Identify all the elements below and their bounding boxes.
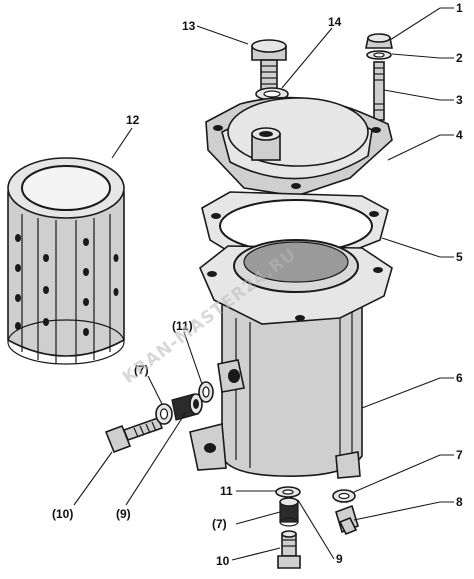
bottom-spacer-7 <box>279 497 299 527</box>
stud-nut <box>365 33 393 49</box>
callout-2: 2 <box>456 51 463 65</box>
left-banjo-bolt <box>104 416 164 454</box>
callout-11-bottom: 11 <box>220 484 233 498</box>
callout-12: 12 <box>126 113 140 127</box>
drain-washer <box>332 489 356 503</box>
cover-bolt <box>251 39 287 91</box>
callout-3: 3 <box>456 93 463 107</box>
left-washer-11 <box>198 381 214 403</box>
callout-14: 14 <box>328 15 342 29</box>
bottom-washer-11 <box>275 486 301 498</box>
drain-plug <box>335 504 359 536</box>
callout-paren-10: (10) <box>52 507 73 521</box>
housing-cover <box>205 96 393 197</box>
callout-labels: 1 2 3 4 5 6 7 8 12 13 14 (11) (7) (10) (… <box>52 1 463 568</box>
callout-13: 13 <box>182 19 196 33</box>
filter-cartridge <box>7 157 125 365</box>
callout-8: 8 <box>456 495 463 509</box>
filter-housing <box>189 239 393 479</box>
callout-paren-11-left: (11) <box>172 319 193 333</box>
stud <box>373 61 385 121</box>
callout-paren-7-left: (7) <box>134 363 149 377</box>
callout-1: 1 <box>456 1 463 15</box>
left-washer-7 <box>155 403 173 425</box>
callout-7: 7 <box>456 448 463 462</box>
bottom-bolt-10 <box>277 530 301 569</box>
callout-paren-9: (9) <box>116 507 131 521</box>
callout-9-bottom: 9 <box>336 552 343 566</box>
callout-4: 4 <box>456 128 463 142</box>
callout-paren-7-bottom: (7) <box>212 517 227 531</box>
left-spacer-9 <box>171 393 203 421</box>
leader-lines <box>73 7 454 561</box>
callout-10-bottom: 10 <box>216 554 230 568</box>
callout-5: 5 <box>456 250 463 264</box>
callout-6: 6 <box>456 371 463 385</box>
stud-washer <box>366 50 392 60</box>
flange-gasket <box>201 191 389 263</box>
